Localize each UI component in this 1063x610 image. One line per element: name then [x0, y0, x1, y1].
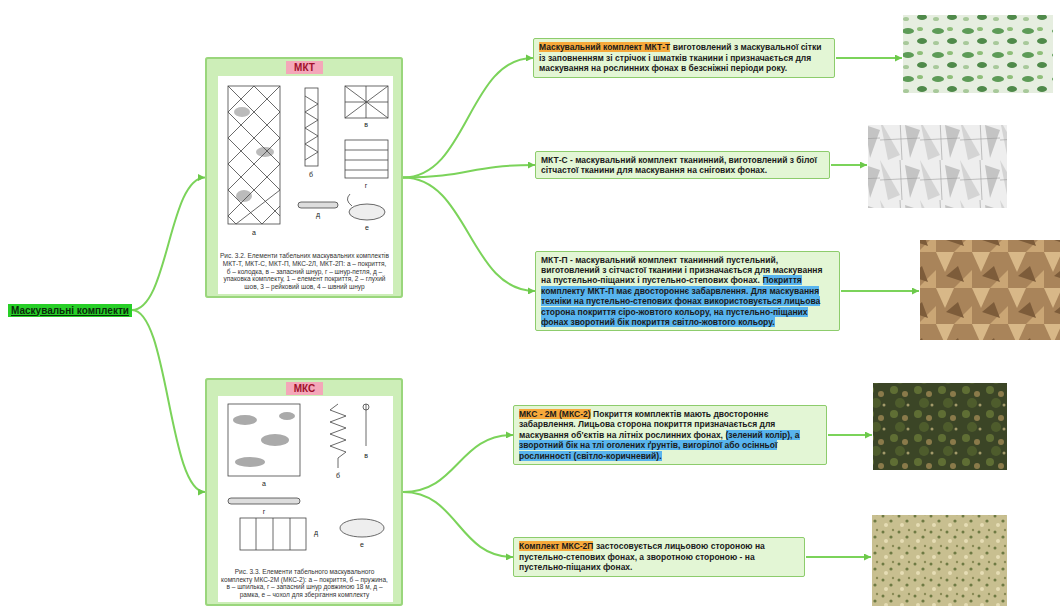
photo-arrow: [828, 434, 872, 436]
panel-heading: МКС: [286, 382, 324, 395]
callout-letter: г: [364, 181, 369, 190]
drawing-sheet: [218, 76, 393, 294]
camo-patch: [279, 412, 295, 420]
net-cover: [228, 404, 300, 476]
description-text: МКТ-С - маскувальний комплект тканинний,…: [541, 155, 817, 175]
camo-patch: [235, 457, 265, 467]
photo-arrow: [831, 164, 867, 166]
callout-letter: а: [261, 479, 267, 488]
callout-letter: б: [335, 471, 341, 480]
net-cover: [228, 86, 280, 224]
block-piece: [305, 88, 318, 166]
description-box: Маскувальний комплект МКТ-Твиготовлений …: [533, 38, 835, 77]
spare-cord: [345, 86, 388, 118]
spring: [330, 404, 346, 468]
branch-connector: [403, 435, 513, 492]
branch-connector: [403, 165, 535, 178]
cord-loop: [345, 140, 388, 178]
photo-net-white: [868, 125, 1007, 208]
panel-ground: [205, 57, 403, 298]
camo-patch: [261, 434, 289, 446]
photo-arrow: [836, 57, 902, 59]
peg: [363, 404, 369, 410]
cord-loop: [345, 150, 388, 170]
callout-letter: а: [251, 228, 257, 237]
photo-net-green: [903, 15, 1053, 93]
kit-drawing: [228, 404, 384, 550]
branch-connector: [403, 58, 533, 178]
callout-letter: б: [308, 170, 314, 179]
kit-bag: [340, 519, 384, 537]
kit-bag: [349, 204, 385, 220]
spare-cord: [345, 86, 388, 118]
callout-letter: д: [315, 210, 321, 219]
photo-arrow: [841, 290, 919, 292]
spare-cord: [228, 498, 300, 504]
photo-net-foliage: [873, 383, 1007, 470]
callout-letter: в: [363, 451, 369, 460]
camo-patch: [234, 107, 250, 117]
callout-letter: е: [359, 540, 365, 549]
callout-letter: д: [313, 528, 319, 537]
photo-arrow: [806, 556, 871, 558]
block-piece: [305, 96, 318, 160]
callout-letter: в: [363, 120, 369, 129]
description-box: Комплект МКС-2Пзастосовується лицьовою с…: [513, 537, 805, 576]
bag-strap: [347, 194, 352, 206]
branch-connector: [132, 310, 205, 492]
photo-net-desert: [920, 240, 1060, 340]
panel-heading: МКТ: [286, 61, 323, 74]
net-mesh: [228, 86, 280, 224]
branch-connector: [403, 178, 535, 291]
kit-drawing: [228, 86, 388, 224]
highlighted-term: Комплект МКС-2П: [519, 541, 593, 551]
category-panel: МКС Рис. 3.3. Елементи табельного маскува…: [205, 378, 403, 606]
highlighted-term: МКС - 2М (МКС-2): [519, 409, 591, 419]
callout-letter: г: [262, 507, 267, 516]
description-box: МКС - 2М (МКС-2)Покриття комплектів мают…: [513, 405, 827, 465]
description-box: МКТ-С - маскувальний комплект тканинний,…: [535, 151, 830, 180]
strip: [298, 202, 338, 208]
description-box: МКТ-П - маскувальний комплект тканинний …: [535, 251, 840, 332]
photo-net-sand: [872, 515, 1007, 606]
frame: [240, 518, 306, 550]
callout-letter: е: [364, 223, 370, 232]
camo-patch: [233, 415, 257, 425]
figure-caption: Рис. 3.3. Елементи табельного маскувальн…: [220, 568, 389, 599]
branch-connector: [132, 178, 205, 311]
frame: [256, 518, 290, 550]
highlighted-term: Маскувальний комплект МКТ-Т: [539, 42, 670, 52]
category-panel: МКТ Рис. 3.2. Елементи табельних маскувал…: [205, 57, 403, 298]
panel-ground: [205, 378, 403, 606]
branch-connector: [403, 492, 513, 557]
topic-label: Маскувальні комплекти: [8, 304, 132, 317]
topic-text: Маскувальні комплекти: [11, 305, 129, 316]
drawing-sheet: [218, 396, 393, 602]
figure-caption: Рис. 3.2. Елементи табельних маскувальни…: [220, 252, 389, 291]
